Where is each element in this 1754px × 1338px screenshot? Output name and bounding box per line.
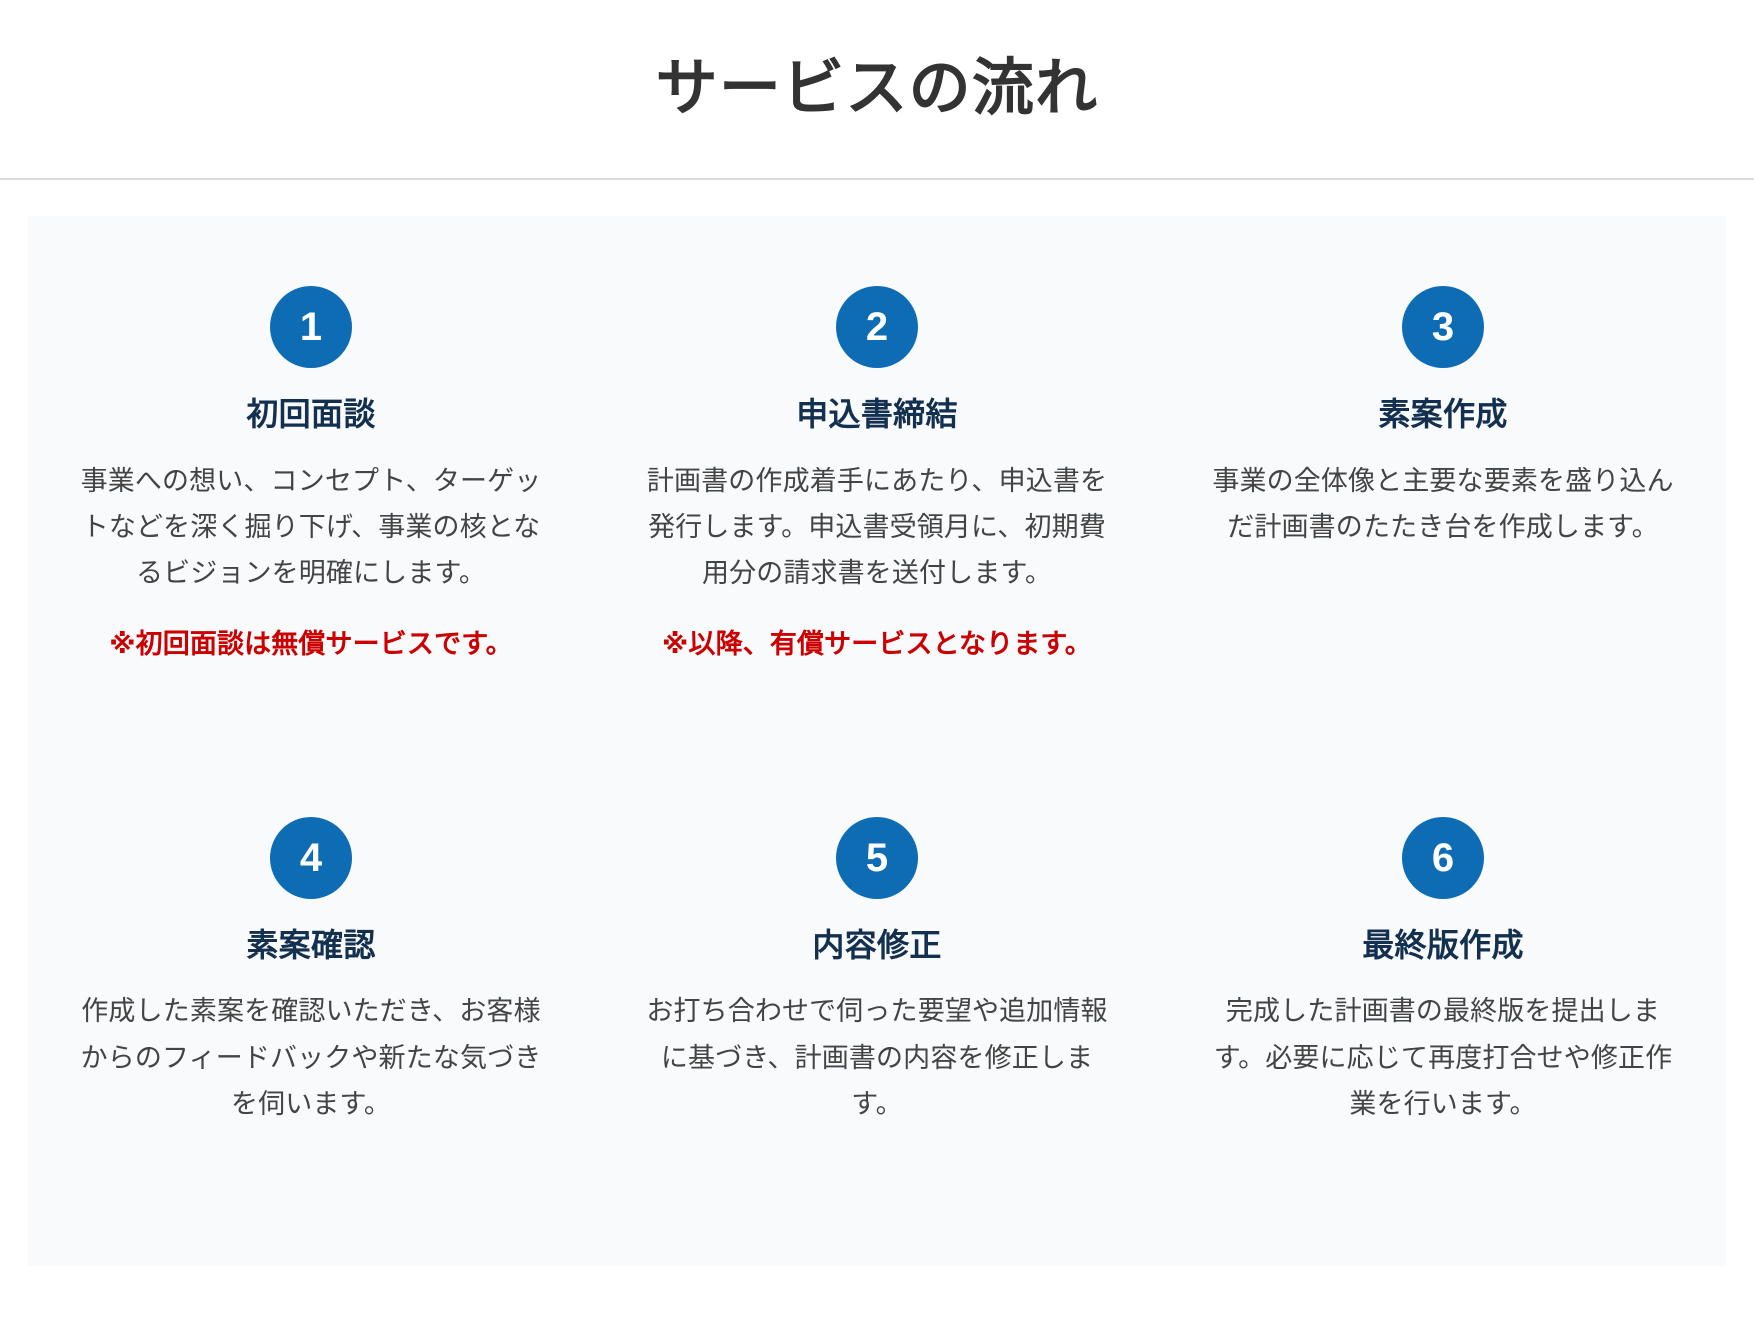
step-card-5: 5 内容修正 お打ち合わせで伺った要望や追加情報に基づき、計画書の内容を修正しま… [624, 816, 1130, 1128]
step-card-2: 2 申込書締結 計画書の作成着手にあたり、申込書を発行します。申込書受領月に、初… [624, 286, 1130, 667]
step-title-4: 素案確認 [246, 926, 376, 963]
step-title-6: 最終版作成 [1362, 926, 1524, 963]
step-card-4: 4 素案確認 作成した素案を確認いただき、お客様からのフィードバックや新たな気づ… [58, 816, 564, 1128]
step-number-3: 3 [1431, 305, 1455, 349]
step-number-4: 4 [299, 835, 323, 880]
step-card-6: 6 最終版作成 完成した計画書の最終版を提出します。必要に応じて再度打合せや修正… [1190, 816, 1696, 1128]
step-description-4: 作成した素案を確認いただき、お客様からのフィードバックや新たな気づきを伺います。 [80, 996, 542, 1120]
step-card-1: 1 初回面談 事業への想い、コンセプト、ターゲットなどを深く掘り下げ、事業の核と… [58, 286, 564, 667]
step-number-2: 2 [865, 305, 889, 349]
step-number-5: 5 [865, 835, 889, 880]
step-description-5: お打ち合わせで伺った要望や追加情報に基づき、計画書の内容を修正します。 [646, 996, 1108, 1120]
page-header: サービスの流れ [0, 0, 1754, 180]
steps-panel: 1 初回面談 事業への想い、コンセプト、ターゲットなどを深く掘り下げ、事業の核と… [28, 216, 1726, 1266]
step-description-3: 事業の全体像と主要な要素を盛り込んだ計画書のたたき台を作成します。 [1212, 465, 1674, 543]
step-number-1: 1 [299, 305, 323, 349]
step-note-2: ※以降、有償サービスとなります。 [662, 628, 1092, 659]
step-description-1: 事業への想い、コンセプト、ターゲットなどを深く掘り下げ、事業の核となるビジョンを… [80, 465, 542, 589]
step-card-3: 3 素案作成 事業の全体像と主要な要素を盛り込んだ計画書のたたき台を作成します。 [1190, 286, 1696, 667]
step-number-badge-4: 4 [270, 816, 352, 899]
step-number-badge-2: 2 [836, 286, 918, 368]
step-number-badge-5: 5 [836, 816, 918, 899]
step-title-1: 初回面談 [246, 396, 376, 432]
step-title-3: 素案作成 [1378, 396, 1508, 432]
page-title: サービスの流れ [655, 54, 1099, 124]
step-title-5: 内容修正 [812, 926, 942, 963]
step-number-badge-1: 1 [270, 286, 352, 368]
step-note-1: ※初回面談は無償サービスです。 [109, 628, 513, 659]
steps-grid: 1 初回面談 事業への想い、コンセプト、ターゲットなどを深く掘り下げ、事業の核と… [58, 286, 1696, 1128]
step-description-6: 完成した計画書の最終版を提出します。必要に応じて再度打合せや修正作業を行います。 [1213, 996, 1673, 1120]
step-title-2: 申込書締結 [796, 396, 958, 432]
step-number-badge-3: 3 [1402, 286, 1484, 368]
step-description-2: 計画書の作成着手にあたり、申込書を発行します。申込書受領月に、初期費用分の請求書… [646, 465, 1108, 589]
step-number-badge-6: 6 [1402, 816, 1484, 899]
step-number-6: 6 [1431, 835, 1455, 880]
